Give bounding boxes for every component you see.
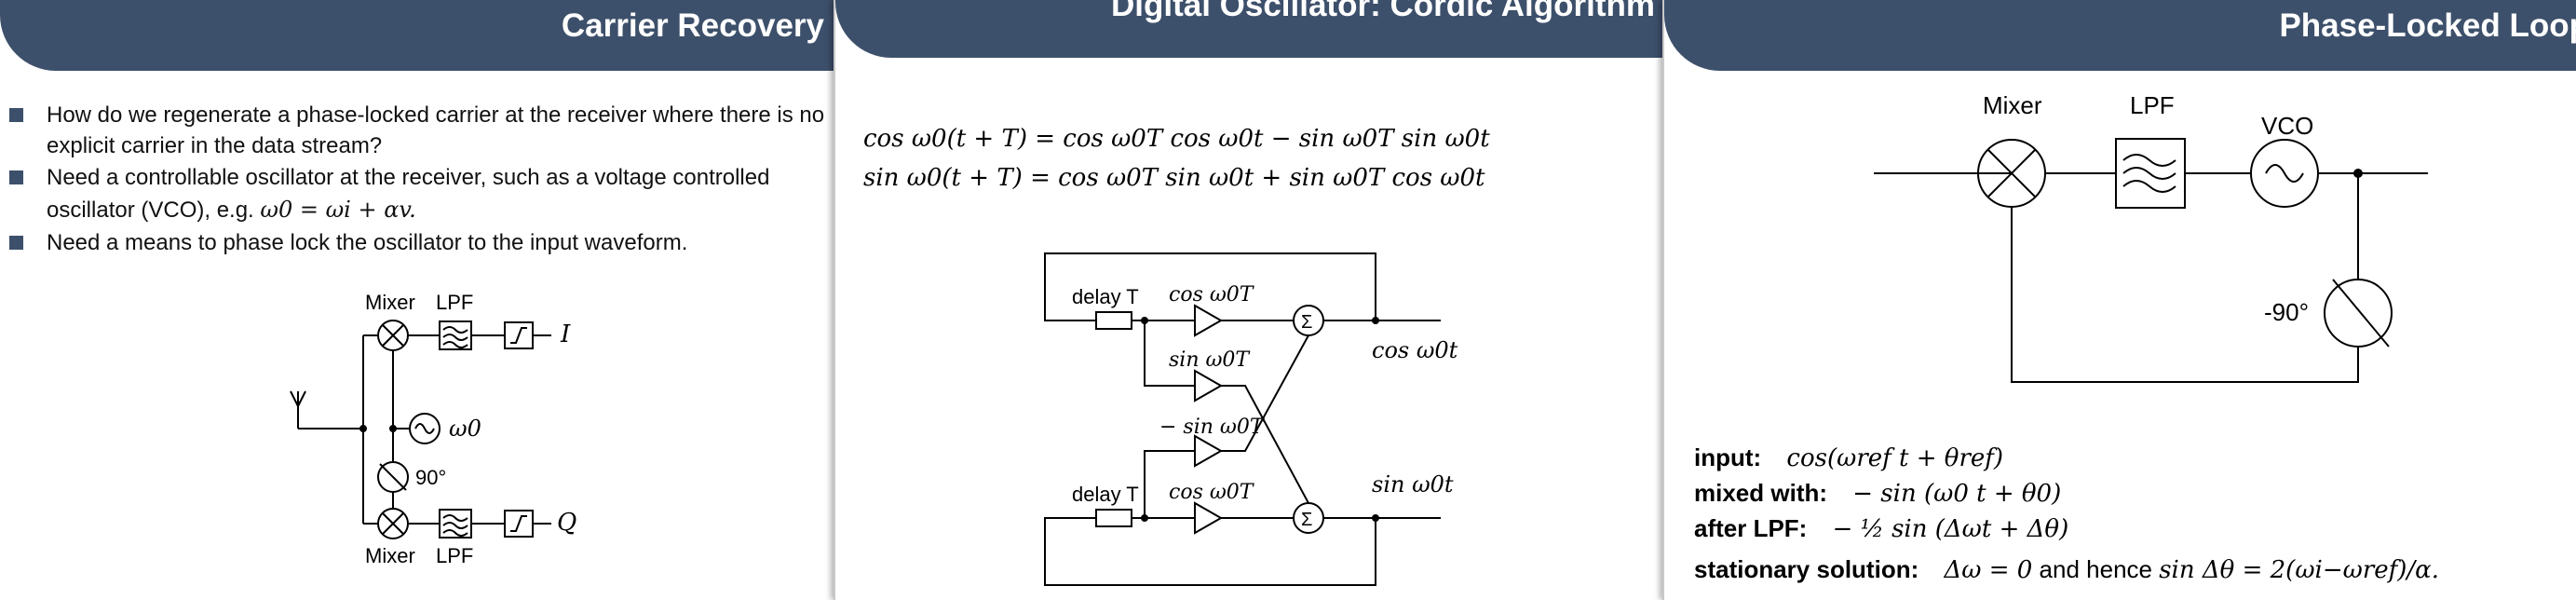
gain-triangle bbox=[1194, 434, 1224, 468]
label-cos-gain-top: cos ω0T bbox=[1169, 283, 1254, 307]
gain-triangle bbox=[1194, 369, 1224, 402]
row-expr: cos(ωref t + θref) bbox=[1786, 444, 2004, 472]
oscillator-icon bbox=[409, 413, 441, 444]
sum-symbol: Σ bbox=[1301, 510, 1312, 530]
label-delay-bottom: delay T bbox=[1072, 483, 1139, 506]
slide-header: Carrier Recovery bbox=[0, 0, 834, 71]
row-label: mixed with: bbox=[1694, 479, 1828, 507]
bullet-text: How do we regenerate a phase-locked carr… bbox=[47, 102, 825, 128]
sum-symbol: Σ bbox=[1301, 312, 1312, 333]
slide-phase-locked-loop: Phase-Locked Loop Mixer LPF VCO -90° inp… bbox=[1662, 0, 2576, 600]
label-phase-shift: -90° bbox=[2264, 298, 2309, 326]
label-lpf-bottom: LPF bbox=[436, 544, 474, 567]
row-label: input: bbox=[1694, 443, 1762, 471]
label-output-q: Q bbox=[557, 509, 577, 537]
row-expr: − sin (ω0 t + θ0) bbox=[1852, 480, 2062, 508]
bullet-marker bbox=[9, 108, 23, 122]
iq-demodulator-diagram bbox=[290, 320, 551, 539]
label-lpf: LPF bbox=[2130, 91, 2175, 119]
label-delay-top: delay T bbox=[1072, 285, 1139, 308]
equation-row-input: input: cos(ωref t + θref) bbox=[1694, 443, 2003, 472]
equation-row-mixed: mixed with: − sin (ω0 t + θ0) bbox=[1694, 479, 2061, 508]
label-mixer-bottom: Mixer bbox=[365, 544, 415, 567]
row-label: stationary solution: bbox=[1694, 555, 1919, 583]
row-expr: Δω = 0 bbox=[1944, 556, 2033, 584]
bullet-text-cont: oscillator (VCO), e.g. ω0 = ωi + αv. bbox=[47, 194, 416, 226]
label-mixer: Mixer bbox=[1983, 91, 2042, 119]
label-neg-sin-gain: − sin ω0T bbox=[1159, 416, 1264, 439]
gain-triangle bbox=[1194, 501, 1224, 535]
bullet-text: Need a controllable oscillator at the re… bbox=[47, 165, 770, 190]
label-output-cos: cos ω0t bbox=[1372, 337, 1458, 363]
pll-diagram bbox=[1874, 138, 2428, 383]
delay-block bbox=[1095, 311, 1132, 330]
label-osc-freq: ω0 bbox=[449, 416, 481, 442]
slide-title: Phase-Locked Loop bbox=[2279, 7, 2576, 44]
slide-title: Digital Oscillator: Cordic Algorithm bbox=[1110, 0, 1655, 23]
cordic-equation-1: cos ω0(t + T) = cos ω0T cos ω0t − sin ω0… bbox=[863, 125, 1490, 153]
cordic-equation-2: sin ω0(t + T) = cos ω0T sin ω0t + sin ω0… bbox=[863, 164, 1485, 192]
slide-title: Carrier Recovery bbox=[561, 7, 824, 44]
slide-digital-oscillator: Digital Oscillator: Cordic Algorithm cos… bbox=[834, 0, 1664, 600]
vco-equation: ω0 = ωi + αv. bbox=[260, 197, 416, 223]
label-cos-gain-bottom: cos ω0T bbox=[1169, 481, 1254, 504]
label-output-sin: sin ω0t bbox=[1372, 471, 1454, 498]
cordic-diagram: Σ Σ bbox=[1044, 252, 1441, 586]
bullet-marker bbox=[9, 236, 23, 250]
label-vco: VCO bbox=[2261, 112, 2314, 140]
equation-row-after-lpf: after LPF: − ½ sin (Δωt + Δθ) bbox=[1694, 514, 2068, 543]
row-expr2: sin Δθ = 2(ωi−ωref)/α. bbox=[2159, 556, 2439, 584]
label-lpf-top: LPF bbox=[436, 291, 474, 314]
bullet-text-cont: explicit carrier in the data stream? bbox=[47, 133, 383, 158]
row-label: after LPF: bbox=[1694, 514, 1808, 542]
bullet-text: Need a means to phase lock the oscillato… bbox=[47, 230, 688, 255]
label-output-i: I bbox=[561, 320, 571, 348]
label-mixer-top: Mixer bbox=[365, 291, 415, 314]
gain-triangle bbox=[1194, 304, 1224, 337]
antenna-icon bbox=[290, 390, 306, 429]
slide-carrier-recovery: Carrier Recovery How do we regenerate a … bbox=[0, 0, 834, 600]
row-expr: − ½ sin (Δωt + Δθ) bbox=[1832, 515, 2069, 543]
row-conj: and hence bbox=[2032, 555, 2160, 583]
phase-shifter-icon bbox=[377, 461, 409, 493]
delay-block bbox=[1095, 509, 1132, 527]
bullet-text-prefix: oscillator (VCO), e.g. bbox=[47, 198, 261, 223]
equation-row-stationary: stationary solution: Δω = 0 and hence si… bbox=[1694, 555, 2439, 584]
slide-header: Phase-Locked Loop bbox=[1664, 0, 2576, 71]
label-sin-gain: sin ω0T bbox=[1169, 348, 1250, 372]
label-phase-90: 90° bbox=[415, 466, 447, 489]
slide-header: Digital Oscillator: Cordic Algorithm bbox=[835, 0, 1664, 58]
bullet-marker bbox=[9, 170, 23, 184]
